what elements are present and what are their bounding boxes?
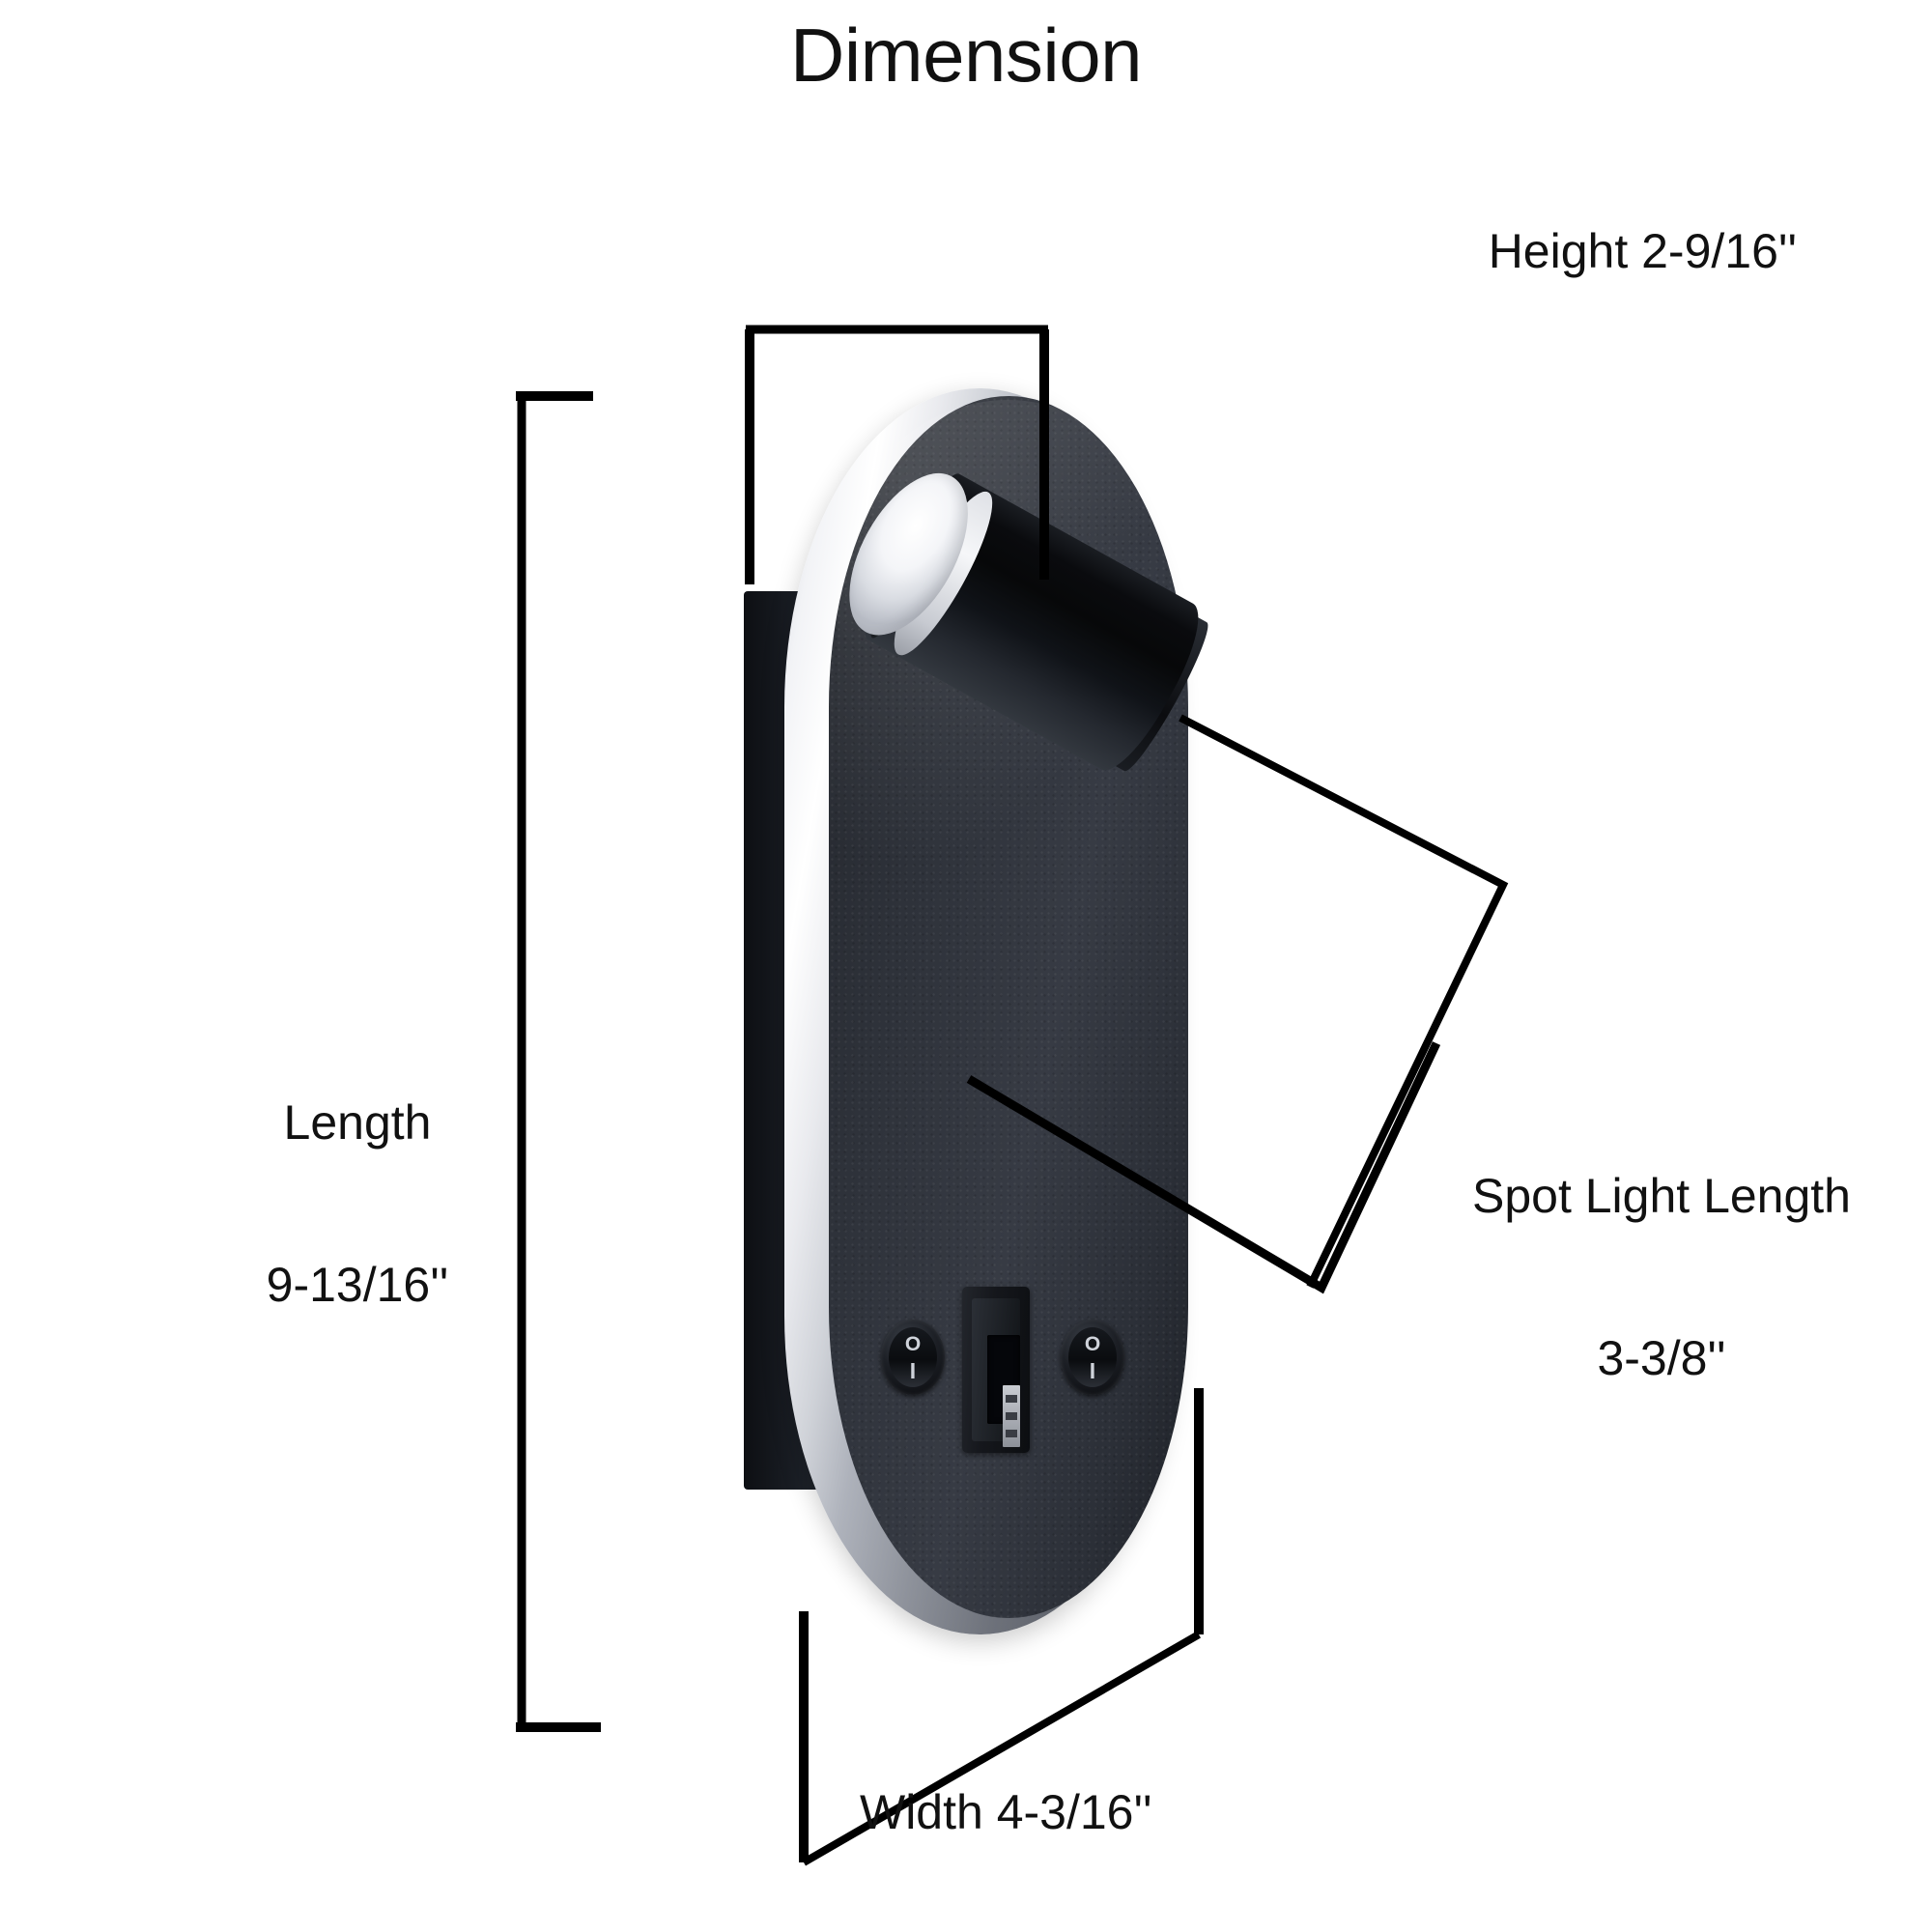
length-dimension-value: 9-13/16'' xyxy=(266,1258,449,1312)
rocker-switch-left[interactable]: O I xyxy=(881,1320,945,1395)
page-title: Dimension xyxy=(790,13,1142,98)
spot-light-dimension-name: Spot Light Length xyxy=(1472,1169,1851,1223)
control-cluster: O I O I xyxy=(881,1287,1124,1461)
usb-port-inner xyxy=(972,1298,1020,1447)
width-dimension-label: Width 4-3/16'' xyxy=(860,1785,1152,1839)
usb-port-tongue xyxy=(1003,1385,1020,1447)
height-dimension-label: Height 2-9/16'' xyxy=(1488,224,1797,278)
length-dimension-label: Length 9-13/16'' xyxy=(174,987,541,1420)
spot-light-dimension-value: 3-3/8'' xyxy=(1597,1331,1726,1385)
spot-light-dimension-label: Spot Light Length 3-3/8'' xyxy=(1401,1061,1922,1493)
usb-port[interactable] xyxy=(962,1287,1030,1453)
rocker-switch-right[interactable]: O I xyxy=(1061,1320,1124,1395)
rocker-on-mark-right: I xyxy=(1089,1358,1096,1383)
rocker-off-mark-right: O xyxy=(1084,1333,1101,1355)
usb-port-slot xyxy=(987,1335,1020,1447)
rocker-on-mark-left: I xyxy=(909,1358,917,1383)
rocker-off-mark-left: O xyxy=(904,1333,922,1355)
length-dimension-name: Length xyxy=(283,1095,432,1150)
